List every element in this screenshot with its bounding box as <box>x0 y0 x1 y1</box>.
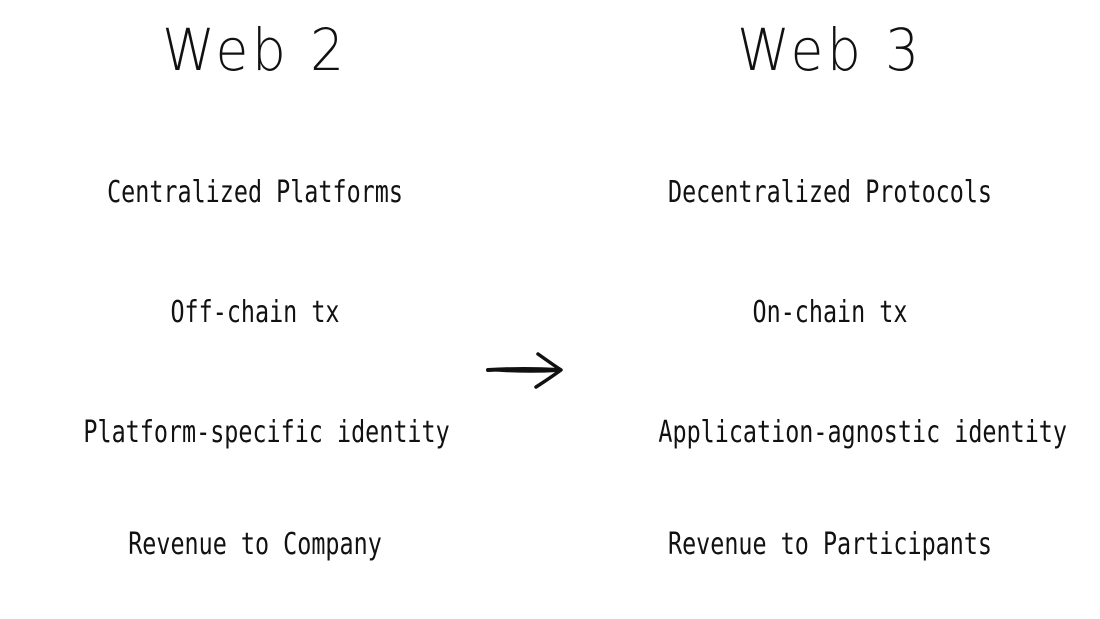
web3-item-revenue: Revenue to Participants <box>667 527 993 562</box>
web3-title: Web 3 <box>737 16 923 84</box>
web3-item-identity: Application-agnostic identity <box>658 415 1067 450</box>
web2-title: Web 2 <box>162 16 348 84</box>
web3-item-protocols: Decentralized Protocols <box>667 175 993 210</box>
web2-item-platforms: Centralized Platforms <box>107 175 403 210</box>
web2-column: Web 2 Centralized Platforms Off-chain tx… <box>35 0 475 619</box>
arrow-right-icon <box>486 352 563 389</box>
web3-item-transactions: On-chain tx <box>752 295 908 330</box>
web3-column: Web 3 Decentralized Protocols On-chain t… <box>610 0 1067 619</box>
web2-item-transactions: Off-chain tx <box>170 295 340 330</box>
web2-item-identity: Platform-specific identity <box>83 415 450 450</box>
web2-item-revenue: Revenue to Company <box>128 527 382 562</box>
